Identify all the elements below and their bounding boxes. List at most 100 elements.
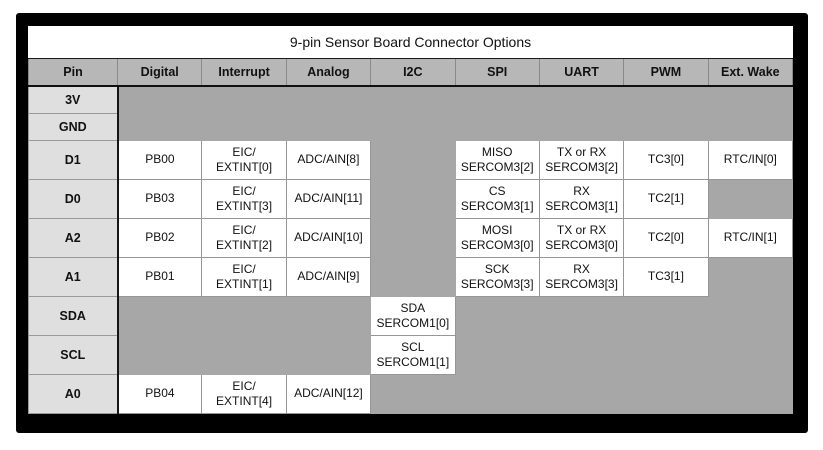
empty-cell-digital [116,334,203,375]
empty-cell-ext-wake [707,112,794,141]
cell-analog: ADC/AIN[8] [285,139,372,180]
empty-cell-spi [454,373,540,414]
cell-uart: RX SERCOM3[1] [538,178,625,219]
column-header-digital: Digital [116,58,203,87]
cell-uart: RX SERCOM3[3] [538,256,625,297]
empty-cell-ext-wake [707,295,794,336]
empty-cell-uart [538,85,625,114]
column-header-uart: UART [538,58,625,87]
empty-cell-interrupt [201,295,287,336]
slide-frame: 9-pin Sensor Board Connector Options Pin… [16,13,808,433]
cell-interrupt: EIC/ EXTINT[3] [201,178,287,219]
empty-cell-analog [285,112,372,141]
empty-cell-i2c [370,178,456,219]
cell-spi: SCK SERCOM3[3] [454,256,540,297]
cell-pwm: TC2[0] [623,217,709,258]
empty-cell-pwm [623,334,709,375]
empty-cell-i2c [370,256,456,297]
table-row: SDA SDA SERCOM1[0] [28,295,794,336]
empty-cell-analog [285,85,372,114]
column-header-pin: Pin [28,58,118,87]
empty-cell-uart [538,295,625,336]
cell-digital: PB01 [116,256,203,297]
cell-uart: TX or RX SERCOM3[0] [538,217,625,258]
cell-analog: ADC/AIN[10] [285,217,372,258]
empty-cell-pwm [623,112,709,141]
empty-cell-spi [454,112,540,141]
empty-cell-digital [116,295,203,336]
column-header-spi: SPI [454,58,540,87]
empty-cell-i2c [370,139,456,180]
empty-cell-analog [285,334,372,375]
table-row: 3V [28,85,794,114]
cell-spi: MISO SERCOM3[2] [454,139,540,180]
empty-cell-ext-wake [707,178,794,219]
empty-cell-spi [454,334,540,375]
empty-cell-interrupt [201,334,287,375]
pin-cell: 3V [28,85,119,114]
cell-pwm: TC2[1] [623,178,709,219]
empty-cell-ext-wake [707,85,794,114]
empty-cell-ext-wake [707,334,794,375]
empty-cell-uart [538,334,625,375]
cell-digital: PB00 [116,139,203,180]
cell-pwm: TC3[0] [623,139,709,180]
pin-cell: SDA [28,295,119,336]
cell-i2c: SCL SERCOM1[1] [370,334,456,375]
empty-cell-digital [116,85,203,114]
cell-interrupt: EIC/ EXTINT[0] [201,139,287,180]
cell-analog: ADC/AIN[11] [285,178,372,219]
cell-interrupt: EIC/ EXTINT[2] [201,217,287,258]
empty-cell-analog [285,295,372,336]
cell-digital: PB03 [116,178,203,219]
cell-pwm: TC3[1] [623,256,709,297]
cell-spi: CS SERCOM3[1] [454,178,540,219]
table-title: 9-pin Sensor Board Connector Options [28,26,793,59]
pin-cell: D0 [28,178,119,219]
empty-cell-ext-wake [707,373,794,414]
column-header-analog: Analog [285,58,372,87]
header-row: Pin Digital Interrupt Analog I2C SPI UAR… [28,58,794,87]
cell-ext-wake: RTC/IN[0] [707,139,794,180]
connector-options-table: 9-pin Sensor Board Connector Options Pin… [28,26,794,414]
empty-cell-ext-wake [707,256,794,297]
empty-cell-pwm [623,373,709,414]
empty-cell-uart [538,373,625,414]
empty-cell-digital [116,112,203,141]
column-header-i2c: I2C [370,58,456,87]
pin-cell: D1 [28,139,119,180]
cell-uart: TX or RX SERCOM3[2] [538,139,625,180]
empty-cell-spi [454,295,540,336]
empty-cell-i2c [370,373,456,414]
column-header-interrupt: Interrupt [201,58,287,87]
cell-digital: PB02 [116,217,203,258]
empty-cell-i2c [370,85,456,114]
pin-cell: A2 [28,217,119,258]
empty-cell-i2c [370,112,456,141]
pin-cell: GND [28,112,119,141]
title-row: 9-pin Sensor Board Connector Options [28,26,793,59]
cell-interrupt: EIC/ EXTINT[4] [201,373,287,414]
empty-cell-i2c [370,217,456,258]
empty-cell-uart [538,112,625,141]
pin-cell: A1 [28,256,119,297]
cell-analog: ADC/AIN[12] [285,373,372,414]
cell-analog: ADC/AIN[9] [285,256,372,297]
empty-cell-pwm [623,85,709,114]
column-header-pwm: PWM [623,58,709,87]
cell-interrupt: EIC/ EXTINT[1] [201,256,287,297]
cell-i2c: SDA SERCOM1[0] [370,295,456,336]
pin-cell: A0 [28,373,119,414]
cell-digital: PB04 [116,373,203,414]
empty-cell-interrupt [201,112,287,141]
empty-cell-spi [454,85,540,114]
empty-cell-interrupt [201,85,287,114]
cell-spi: MOSI SERCOM3[0] [454,217,540,258]
